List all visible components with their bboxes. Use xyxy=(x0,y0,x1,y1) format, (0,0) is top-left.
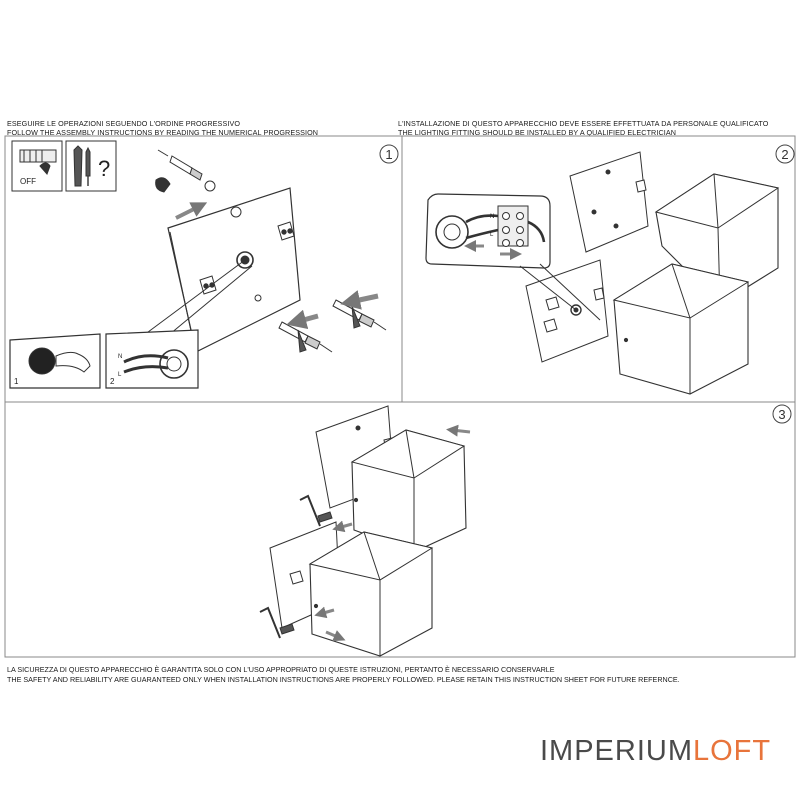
detail-box-1: 1 xyxy=(9,333,101,389)
panel-frame xyxy=(4,135,796,658)
question-icon: ? xyxy=(98,156,110,181)
arrow-icon xyxy=(325,630,346,642)
wall-anchor-top xyxy=(155,149,216,193)
footer-line1: LA SICUREZZA DI QUESTO APPARECCHIO È GAR… xyxy=(7,665,555,674)
brand-part1: IMPERIUM xyxy=(540,735,693,767)
detail-box-2: N L 2 xyxy=(105,329,199,389)
wire-label-l: L xyxy=(118,372,122,378)
off-label: OFF xyxy=(20,177,36,186)
wall-anchor-bottom xyxy=(278,321,333,353)
step-number-3: 3 xyxy=(772,404,792,424)
arrow-icon xyxy=(286,309,319,330)
allen-key-lower xyxy=(259,606,295,639)
footer-line2: THE SAFETY AND RELIABILITY ARE GUARANTEE… xyxy=(7,675,680,684)
power-off-switch-icon: OFF xyxy=(11,140,63,192)
wire-label-n: N xyxy=(118,354,122,360)
header-left: ESEGUIRE LE OPERAZIONI SEGUENDO L'ORDINE… xyxy=(7,119,318,137)
header-right-line2: THE LIGHTING FITTING SHOULD BE INSTALLED… xyxy=(398,128,677,137)
terminal-label-l: L xyxy=(490,232,494,238)
mounting-bracket-bottom xyxy=(199,275,217,295)
cube-lower-step3 xyxy=(308,531,434,657)
step-number-3-text: 3 xyxy=(778,407,785,422)
cube-lower xyxy=(612,263,750,395)
brand-logo: IMPERIUMLOFT xyxy=(540,735,771,767)
arrow-icon xyxy=(446,424,471,437)
arrow-icon xyxy=(332,520,353,533)
brand-part2: LOFT xyxy=(693,735,772,767)
cube-upper xyxy=(654,173,780,305)
detail-2-number: 2 xyxy=(110,377,115,386)
step2-illustration: N L xyxy=(425,151,780,395)
mounting-bracket-top xyxy=(277,221,295,241)
terminal-block-detail: N L xyxy=(425,193,551,269)
step-number-1: 1 xyxy=(379,144,399,164)
footer-notice: LA SICUREZZA DI QUESTO APPARECCHIO È GAR… xyxy=(7,665,680,685)
allen-key-upper xyxy=(299,494,333,527)
detail-1-number: 1 xyxy=(14,377,19,386)
step-number-2: 2 xyxy=(775,144,795,164)
arrow-icon xyxy=(340,290,379,310)
cube-upper-step3 xyxy=(350,429,467,553)
drill-screwdriver-icon: ? xyxy=(65,140,117,192)
header-left-line2: FOLLOW THE ASSEMBLY INSTRUCTIONS BY READ… xyxy=(7,128,319,137)
arrow-icon xyxy=(175,202,208,220)
step3-illustration xyxy=(259,405,471,657)
wall-anchor-right xyxy=(332,299,387,331)
step-number-2-text: 2 xyxy=(781,147,788,162)
step-number-1-text: 1 xyxy=(385,147,392,162)
terminal-label-n: N xyxy=(490,214,494,220)
header-right: L'INSTALLAZIONE DI QUESTO APPARECCHIO DE… xyxy=(398,119,768,137)
header-right-line1: L'INSTALLAZIONE DI QUESTO APPARECCHIO DE… xyxy=(398,119,769,128)
header-left-line1: ESEGUIRE LE OPERAZIONI SEGUENDO L'ORDINE… xyxy=(7,119,241,128)
arrow-icon xyxy=(314,606,335,619)
step1-illustration: OFF ? xyxy=(9,140,387,389)
